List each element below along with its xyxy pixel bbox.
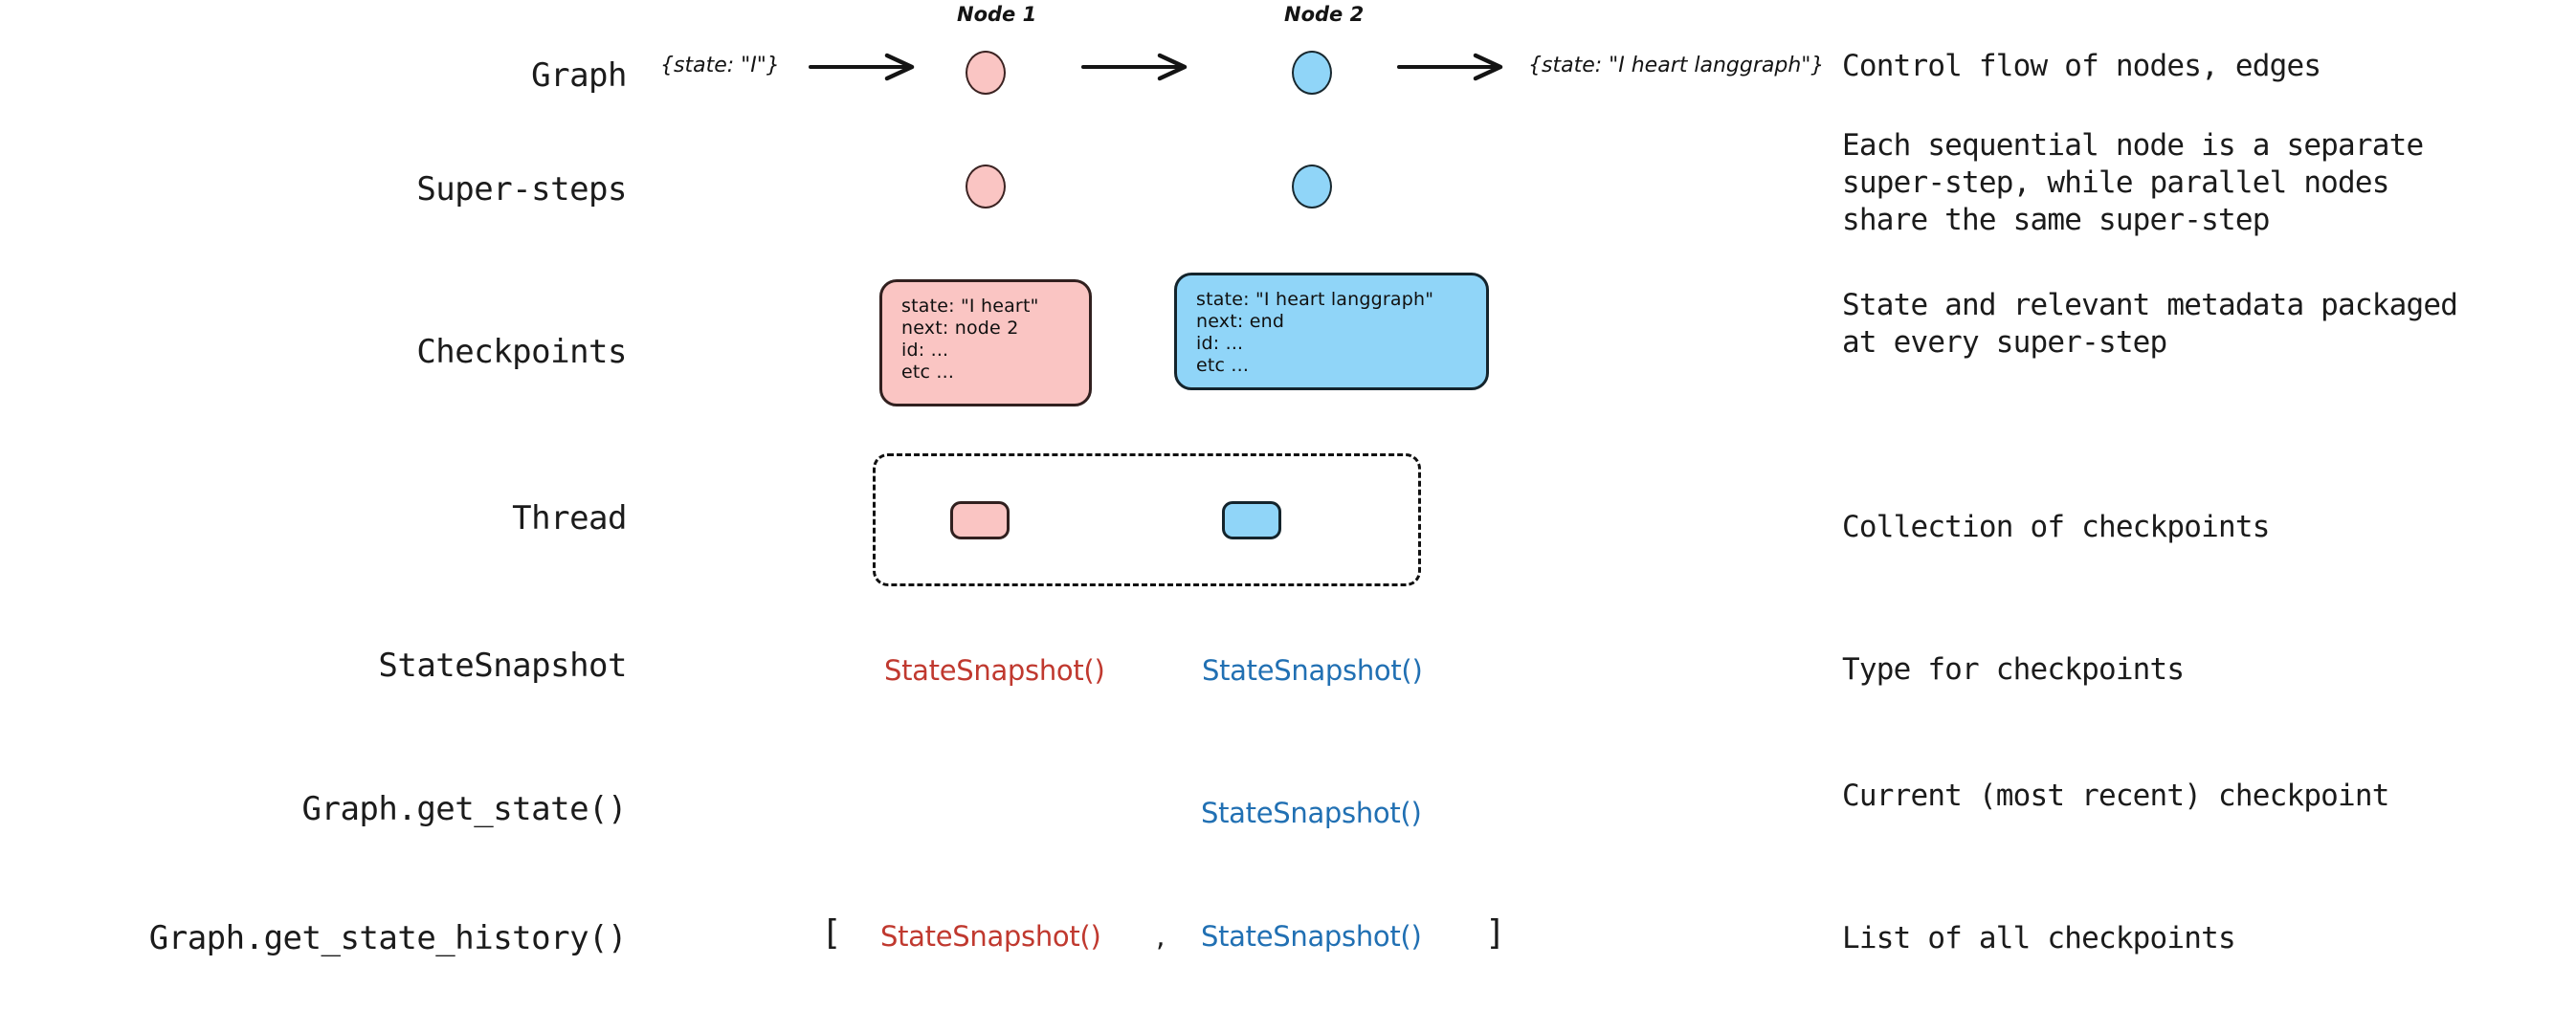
statesnapshot-first: StateSnapshot()	[884, 654, 1105, 687]
description-thread: Collection of checkpoints	[1842, 510, 2270, 544]
description-get-state-history: List of all checkpoints	[1842, 921, 2236, 955]
super-step-node-1	[966, 165, 1006, 209]
input-state-annotation: {state: "I"}	[660, 54, 780, 77]
description-statesnapshot: Type for checkpoints	[1842, 652, 2185, 687]
description-super-steps: Each sequential node is a separate super…	[1842, 128, 2424, 237]
description-checkpoints: State and relevant metadata packaged at …	[1842, 288, 2458, 360]
history-close-bracket: ]	[1485, 913, 1506, 953]
edge-arrow-node2-to-output	[1397, 53, 1503, 81]
checkpoint-box-second: state: "I heart langgraph" next: end id:…	[1174, 273, 1489, 390]
history-open-bracket: [	[821, 913, 842, 953]
history-separator: ,	[1156, 920, 1166, 954]
graph-node-2	[1292, 51, 1332, 95]
get-state-result: StateSnapshot()	[1201, 797, 1422, 829]
checkpoint-second-line-3: id: ...	[1196, 333, 1244, 354]
checkpoint-second-line-2: next: end	[1196, 311, 1285, 332]
row-label-super-steps: Super-steps	[416, 170, 627, 209]
row-label-statesnapshot: StateSnapshot	[378, 647, 627, 685]
thread-checkpoint-second	[1222, 501, 1281, 539]
checkpoint-first-line-2: next: node 2	[901, 318, 1019, 339]
node-2-caption: Node 2	[1284, 3, 1365, 26]
checkpoint-box-first: state: "I heart" next: node 2 id: ... et…	[879, 279, 1092, 406]
description-graph: Control flow of nodes, edges	[1842, 49, 2321, 83]
row-label-thread: Thread	[512, 499, 627, 538]
edge-arrow-node1-to-node2	[1081, 53, 1188, 81]
super-step-node-2	[1292, 165, 1332, 209]
checkpoint-second-line-1: state: "I heart langgraph"	[1196, 289, 1434, 310]
graph-node-1	[966, 51, 1006, 95]
thread-checkpoint-first	[950, 501, 1010, 539]
node-1-caption: Node 1	[957, 3, 1037, 26]
checkpoint-first-line-3: id: ...	[901, 340, 949, 361]
description-get-state: Current (most recent) checkpoint	[1842, 779, 2389, 813]
statesnapshot-second: StateSnapshot()	[1202, 654, 1423, 687]
history-snapshot-first: StateSnapshot()	[880, 920, 1101, 953]
row-label-checkpoints: Checkpoints	[416, 333, 627, 371]
edge-arrow-input-to-node1	[809, 53, 915, 81]
checkpoint-first-line-1: state: "I heart"	[901, 296, 1039, 317]
row-label-graph-get-state-history: Graph.get_state_history()	[148, 919, 628, 957]
row-label-graph: Graph	[531, 56, 627, 95]
history-snapshot-second: StateSnapshot()	[1201, 920, 1422, 953]
checkpoint-first-line-4: etc ...	[901, 362, 955, 383]
row-label-graph-get-state: Graph.get_state()	[301, 790, 628, 828]
thread-container	[873, 453, 1421, 586]
output-state-annotation: {state: "I heart langgraph"}	[1528, 54, 1825, 77]
checkpoint-second-line-4: etc ...	[1196, 355, 1250, 376]
